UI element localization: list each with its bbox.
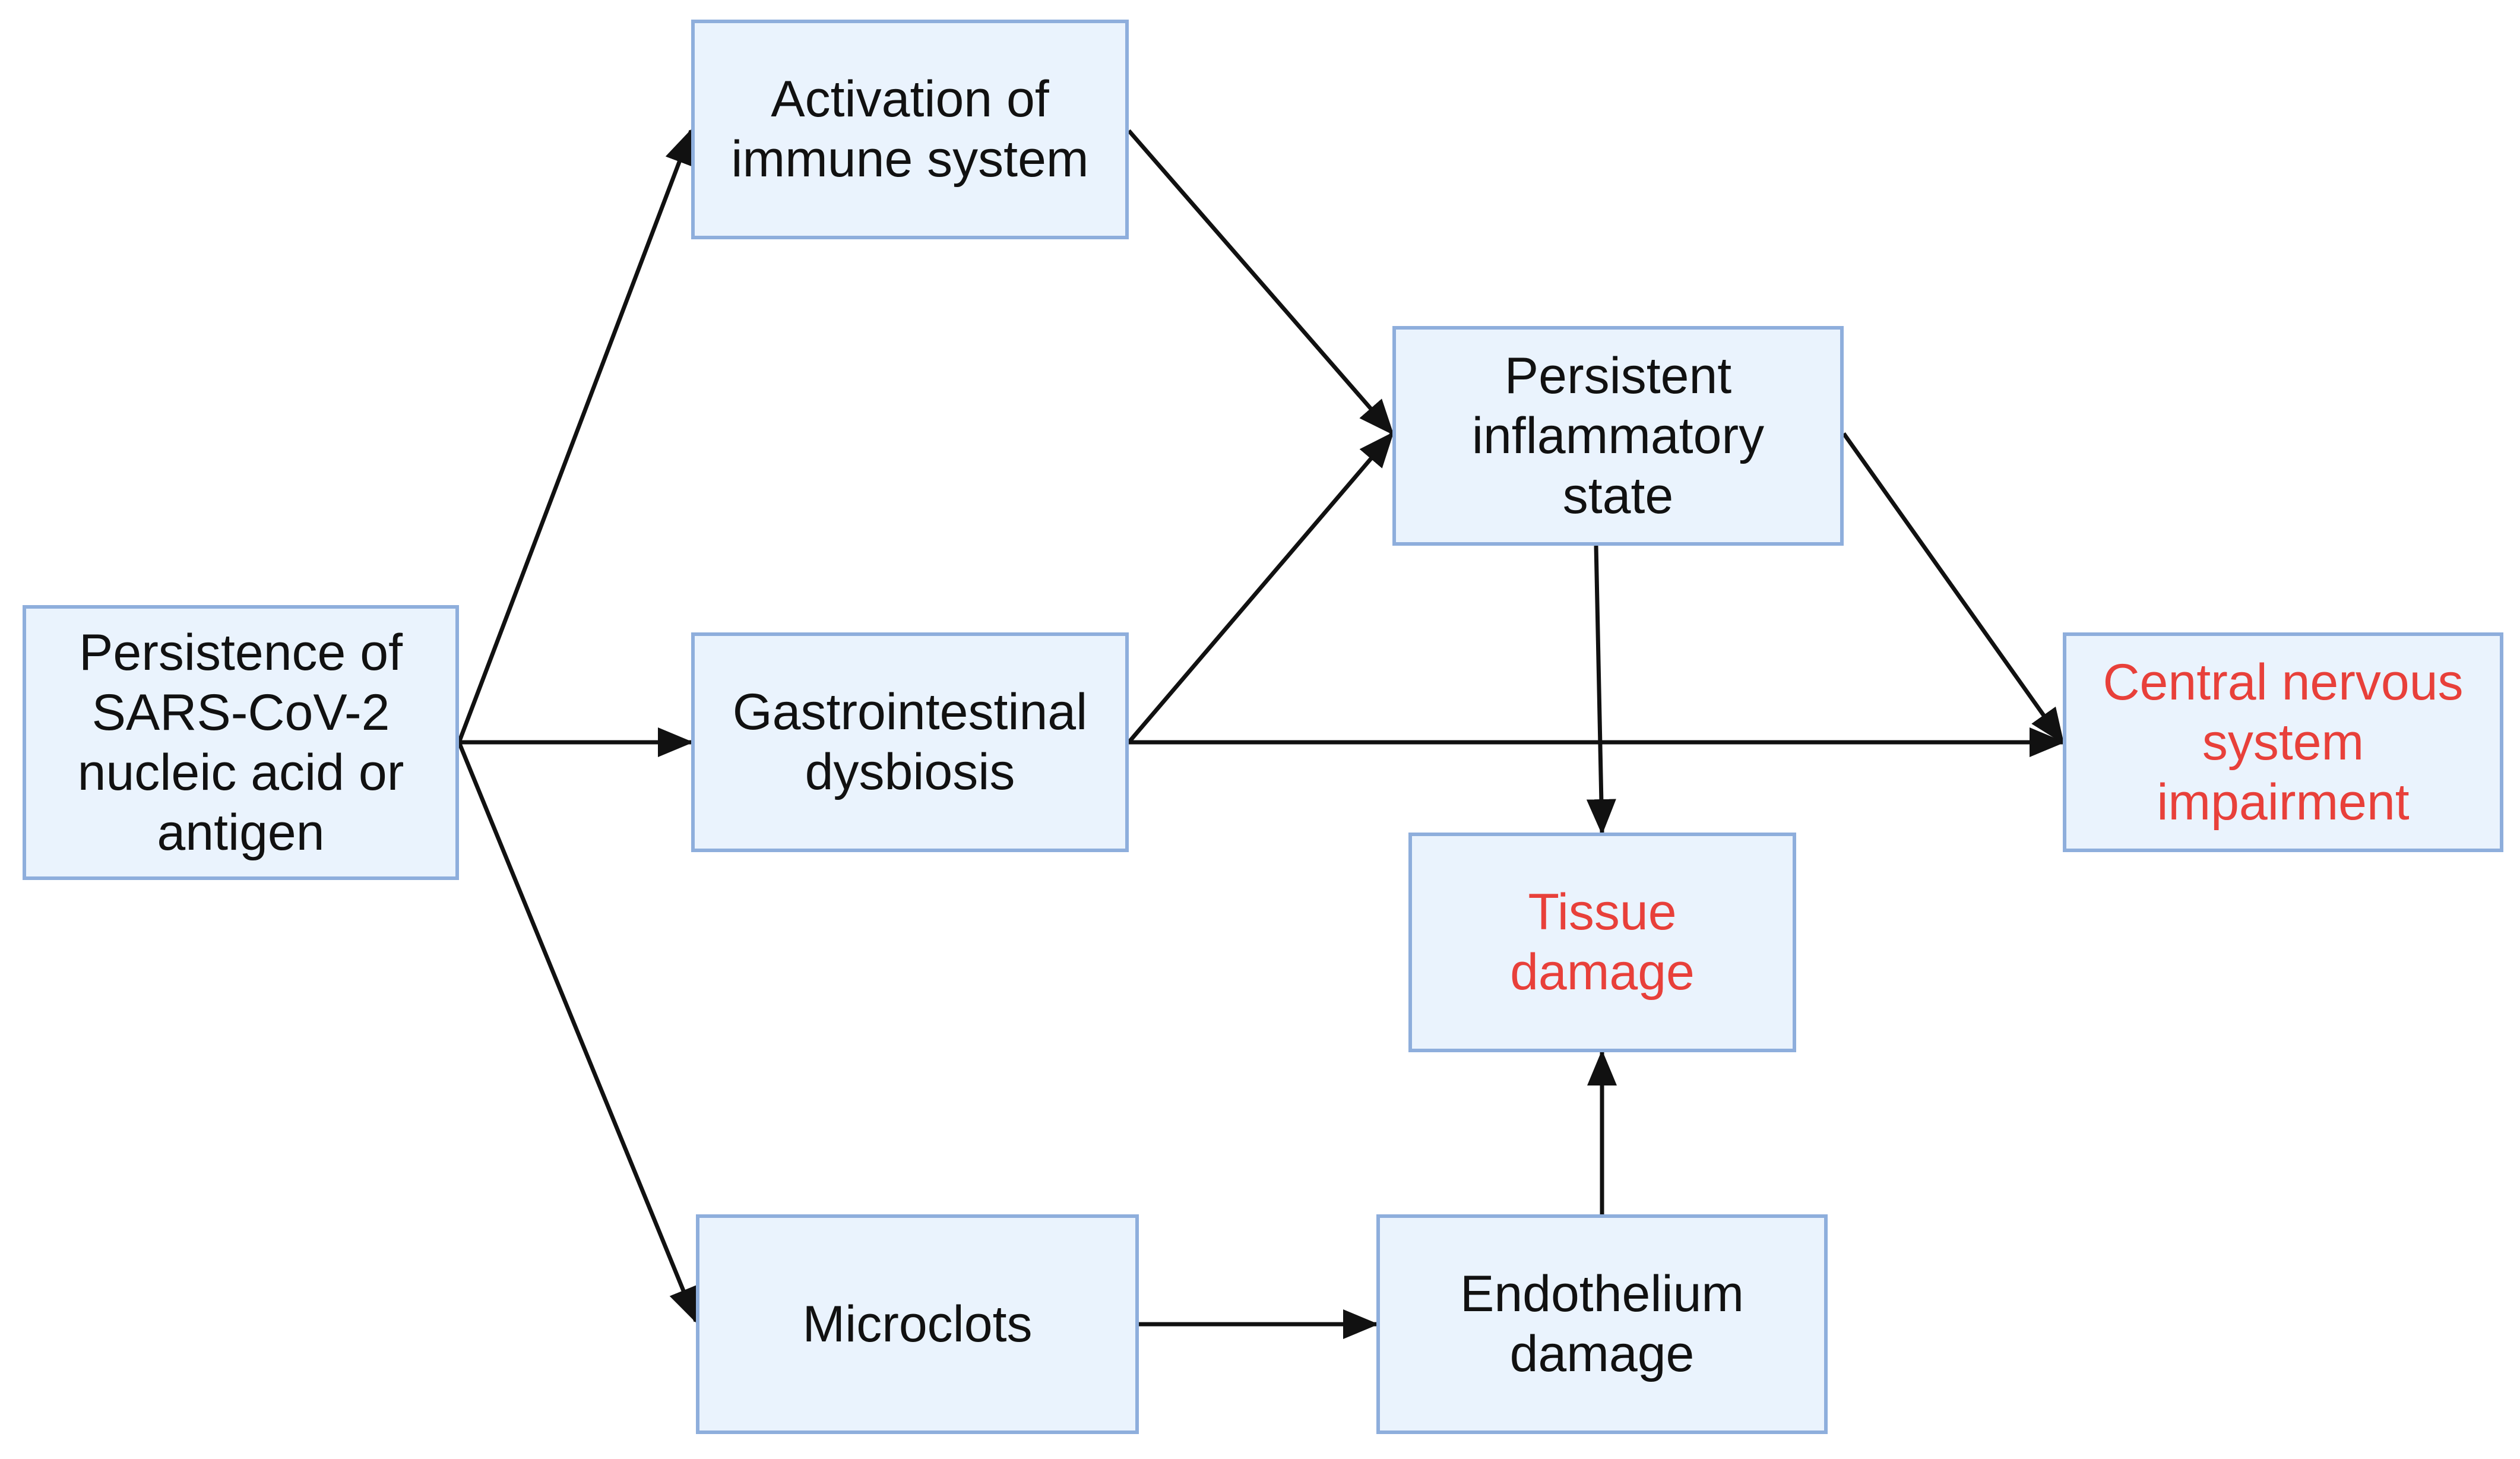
node-label-line: dysbiosis	[805, 743, 1015, 800]
node-microclots: Microclots	[696, 1214, 1139, 1434]
node-label-line: SARS-CoV-2	[91, 683, 390, 741]
arrow-inflam-to-cns	[1842, 432, 2065, 745]
node-label-line: damage	[1510, 944, 1695, 1001]
arrow-inflam-to-tissue	[1586, 545, 1616, 835]
node-label-line: Activation of	[771, 71, 1049, 128]
node-label-line: antigen	[157, 803, 325, 861]
node-persistent-inflammatory-state: Persistent inflammatory state	[1392, 326, 1844, 546]
node-label-line: immune system	[731, 131, 1089, 188]
node-label-line: Tissue	[1528, 884, 1677, 941]
node-label-line: system	[2202, 713, 2364, 771]
arrow-gi-to-inflam	[1127, 431, 1394, 744]
node-persistence-of-sars-cov-2: Persistence of SARS-CoV-2 nucleic acid o…	[23, 605, 459, 880]
node-label-line: impairment	[2157, 773, 2410, 831]
node-label-line: state	[1562, 467, 1674, 524]
node-tissue-damage: Tissue damage	[1408, 833, 1796, 1052]
node-activation-of-immune-system: Activation of immune system	[691, 20, 1129, 239]
node-label-line: inflammatory	[1471, 407, 1765, 464]
node-endothelium-damage: Endothelium damage	[1376, 1214, 1828, 1434]
arrow-persistence-to-immune	[457, 128, 694, 743]
node-label-line: Persistence of	[79, 624, 403, 681]
node-label-line: Endothelium	[1460, 1265, 1745, 1322]
node-label-line: Microclots	[802, 1295, 1033, 1353]
node-gastrointestinal-dysbiosis: Gastrointestinal dysbiosis	[691, 632, 1129, 852]
node-label-line: nucleic acid or	[77, 743, 404, 801]
node-label-line: damage	[1509, 1325, 1695, 1382]
node-label-line: Central nervous	[2103, 653, 2464, 711]
arrow-persistence-to-microclots	[457, 741, 698, 1324]
arrow-immune-to-inflam	[1127, 129, 1394, 436]
node-label-line: Persistent	[1504, 347, 1732, 404]
node-central-nervous-system-impairment: Central nervous system impairment	[2063, 632, 2503, 852]
node-label-line: Gastrointestinal	[732, 683, 1088, 740]
